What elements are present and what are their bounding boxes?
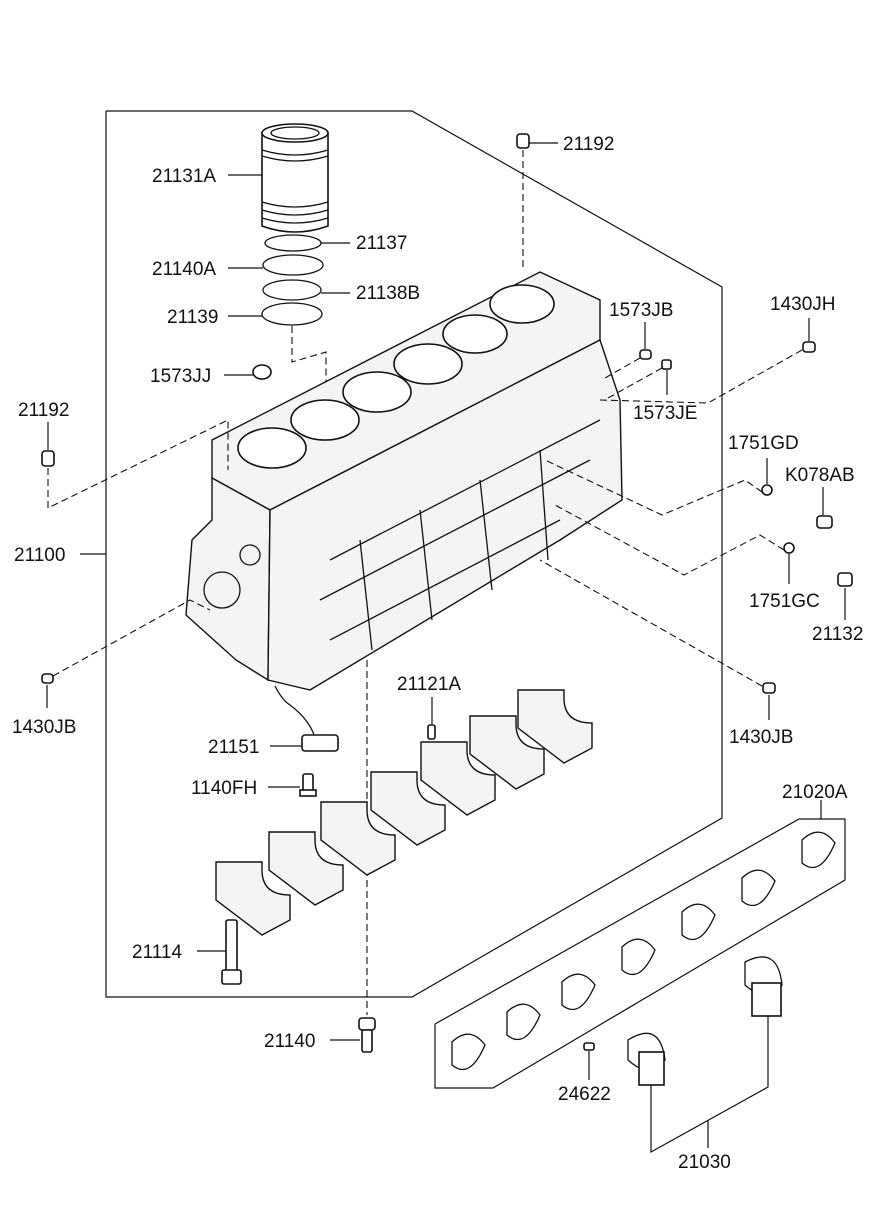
label-21114: 21114 (132, 942, 182, 963)
label-1573JJ: 1573JJ (150, 366, 211, 387)
bolt-21140 (330, 1017, 376, 1053)
label-1751GC: 1751GC (749, 591, 820, 612)
pin-1430JB-left (41, 599, 211, 708)
plug-1573JJ (224, 364, 272, 380)
oil-jet-21151 (270, 685, 339, 752)
gasket-1751GD (544, 458, 773, 516)
label-21192-left: 21192 (18, 400, 69, 421)
o-ring-21137 (264, 234, 322, 252)
label-21137: 21137 (356, 233, 407, 254)
dowel-pin-21192-left (41, 419, 229, 509)
plug-1573JB (604, 322, 652, 379)
bolt-1140FH (268, 773, 317, 797)
cylinder-liner (261, 123, 329, 233)
pin-1430JH (599, 318, 816, 404)
pin-1430JB-right (539, 559, 776, 720)
label-21020A: 21020A (782, 782, 848, 803)
label-K078AB: K078AB (785, 465, 855, 486)
label-21140: 21140 (264, 1031, 315, 1052)
label-21121A: 21121A (397, 674, 461, 695)
label-21131A: 21131A (152, 166, 216, 187)
assembly-frame (105, 110, 723, 998)
label-1430JB-left: 1430JB (12, 717, 76, 738)
bearing-set-frame (434, 818, 846, 1089)
dowel-pin-21192-top (516, 133, 558, 270)
label-1573JE: 1573JE (633, 403, 697, 424)
label-1140FH: 1140FH (191, 778, 257, 799)
o-ring-21140A (262, 254, 324, 276)
label-21138B: 21138B (356, 283, 420, 304)
label-1573JB: 1573JB (609, 300, 673, 321)
cylinder-block (185, 271, 623, 691)
label-24622: 24622 (558, 1084, 611, 1105)
label-21132: 21132 (812, 624, 863, 645)
label-1430JH: 1430JH (770, 294, 836, 315)
plug-1573JE (607, 359, 672, 399)
bolt-21114 (197, 919, 242, 985)
label-21140A: 21140A (152, 259, 216, 280)
main-bearing-shells (451, 831, 836, 1071)
label-21192-top: 21192 (563, 134, 614, 155)
label-21030: 21030 (678, 1152, 731, 1173)
pin-24622 (583, 1042, 595, 1080)
label-21139: 21139 (167, 307, 218, 328)
plug-K078AB (816, 487, 833, 529)
plug-21132 (837, 572, 853, 620)
label-21100: 21100 (14, 545, 65, 566)
label-21151: 21151 (208, 737, 259, 758)
gasket-1751GC (554, 504, 795, 584)
main-bearing-caps (215, 689, 593, 936)
label-1430JB-right: 1430JB (729, 727, 793, 748)
label-1751GD: 1751GD (728, 433, 799, 454)
o-ring-21139 (261, 302, 323, 326)
thrust-washers (627, 956, 783, 1154)
o-ring-21138B (262, 279, 322, 301)
pin-21121A (427, 697, 436, 740)
